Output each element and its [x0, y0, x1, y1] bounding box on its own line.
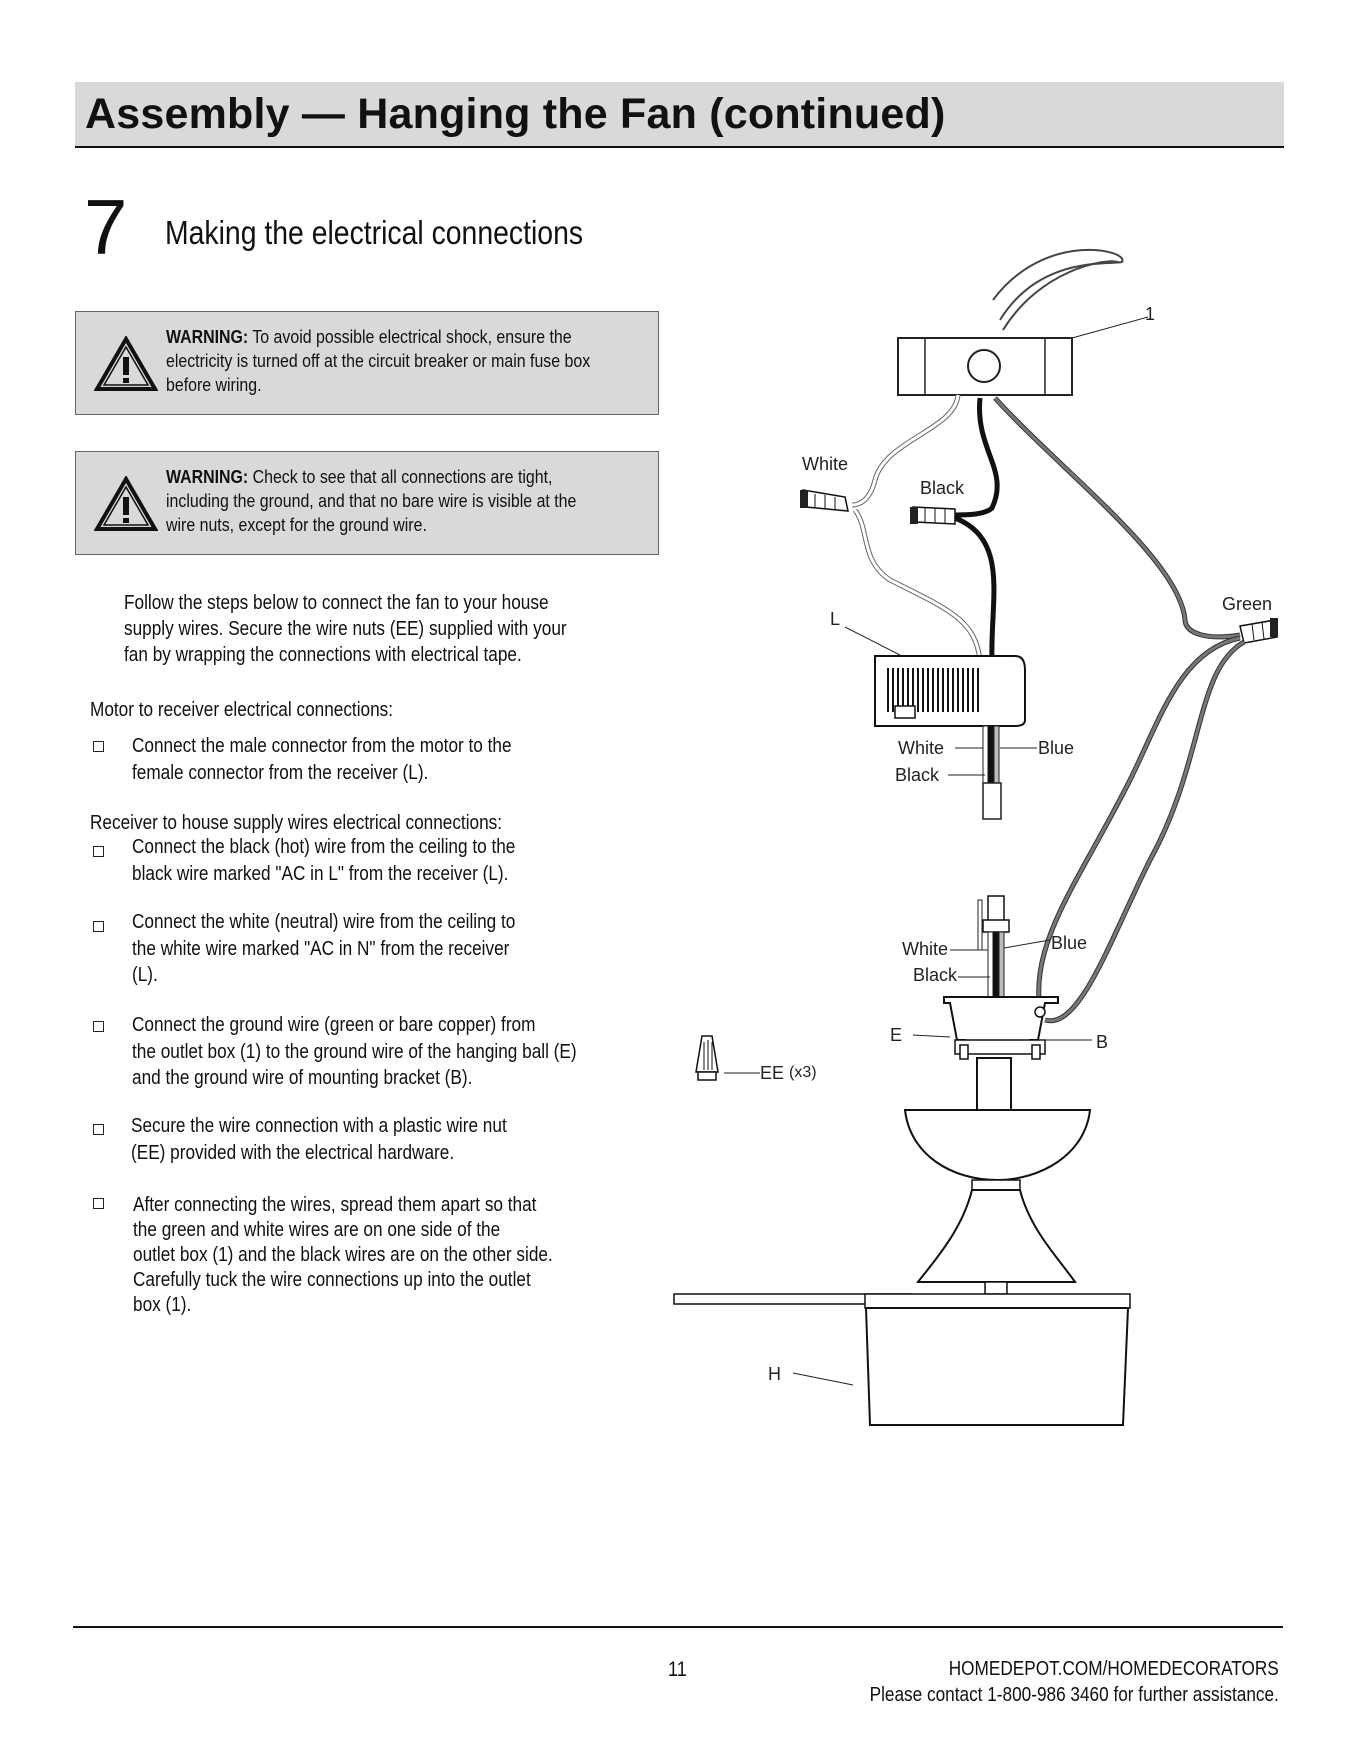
- footer-contact: Please contact 1-800-986 3460 for furthe…: [869, 1684, 1279, 1706]
- label-bracket: B: [1096, 1032, 1108, 1052]
- footer-website: HOMEDEPOT.COM/HOMEDECORATORS: [948, 1658, 1279, 1680]
- instruction-item: Connect the male connector from the moto…: [132, 735, 512, 784]
- warning-line: including the ground, and that no bare w…: [166, 490, 577, 511]
- motor-housing: [915, 1189, 1077, 1283]
- wiring-diagram: 1 White Black Green: [673, 248, 1278, 1426]
- checkbox: [93, 1021, 104, 1032]
- label-hanging-ball: E: [890, 1025, 902, 1045]
- intro-line: supply wires. Secure the wire nuts (EE) …: [124, 618, 567, 640]
- label-black-low: Black: [913, 965, 958, 985]
- intro-paragraph: Follow the steps below to connect the fa…: [124, 590, 567, 668]
- instruction-item: Secure the wire connection with a plasti…: [131, 1115, 507, 1164]
- light-housing: [864, 1307, 1130, 1426]
- footer-divider: [73, 1626, 1283, 1628]
- checkbox: [93, 921, 104, 932]
- instruction-item: Connect the white (neutral) wire from th…: [132, 911, 516, 986]
- label-black-top: Black: [920, 478, 965, 498]
- checkbox: [93, 1198, 104, 1209]
- wire-nut-green: [1239, 618, 1278, 644]
- intro-line: Follow the steps below to connect the fa…: [124, 592, 549, 614]
- warning-triangle-icon: [94, 336, 158, 391]
- wire-nut-white: [800, 489, 849, 512]
- warning-triangle-icon: [94, 476, 158, 531]
- warning-line: electricity is turned off at the circuit…: [166, 350, 591, 371]
- warning-text: WARNING: Check to see that all connectio…: [166, 465, 648, 537]
- warning-line: wire nuts, except for the ground wire.: [166, 514, 427, 535]
- label-blue-low: Blue: [1051, 933, 1087, 953]
- label-wire-nuts: EE: [760, 1063, 784, 1083]
- instruction-item: Connect the ground wire (green or bare c…: [132, 1014, 577, 1089]
- checkbox: [93, 1124, 104, 1135]
- page-title: Assembly — Hanging the Fan (continued): [85, 90, 946, 138]
- fan-blade-right: [864, 1293, 1131, 1309]
- warning-line: To avoid possible electrical shock, ensu…: [252, 326, 572, 347]
- label-white-low: White: [902, 939, 948, 959]
- label-outlet-box: 1: [1145, 304, 1155, 324]
- label-receiver: L: [830, 609, 840, 629]
- label-housing: H: [768, 1364, 781, 1384]
- warning-label: WARNING:: [166, 326, 249, 347]
- label-blue-mid: Blue: [1038, 738, 1074, 758]
- instruction-item: Connect the black (hot) wire from the ce…: [132, 836, 516, 885]
- label-green: Green: [1222, 594, 1272, 614]
- warning-label: WARNING:: [166, 466, 249, 487]
- label-white-top: White: [802, 454, 848, 474]
- wire-nut-black: [910, 506, 956, 525]
- step-title: Making the electrical connections: [165, 214, 584, 251]
- supply-cable: [1002, 260, 1119, 331]
- receiver: [874, 655, 1026, 727]
- page-header: Assembly — Hanging the Fan (continued): [75, 82, 1284, 148]
- warning-box-connections: WARNING: Check to see that all connectio…: [75, 451, 659, 555]
- step-number: 7: [84, 183, 128, 271]
- mounting-bracket: [943, 996, 1059, 1060]
- wire-nut-ee: [695, 1035, 719, 1081]
- intro-line: fan by wrapping the connections with ele…: [124, 644, 522, 666]
- label-black-mid: Black: [895, 765, 940, 785]
- section-heading-receiver: Receiver to house supply wires electrica…: [90, 812, 503, 834]
- checkbox: [93, 846, 104, 857]
- page-number: 11: [668, 1658, 687, 1681]
- label-white-mid: White: [898, 738, 944, 758]
- instruction-item: After connecting the wires, spread them …: [133, 1194, 553, 1316]
- section-heading-motor: Motor to receiver electrical connections…: [90, 699, 394, 721]
- outlet-box: [897, 337, 1073, 396]
- downrod: [976, 1057, 1012, 1111]
- checkbox: [93, 741, 104, 752]
- warning-text: WARNING: To avoid possible electrical sh…: [166, 325, 648, 397]
- label-wire-nuts-qty: (x3): [789, 1064, 817, 1081]
- warning-box-power: WARNING: To avoid possible electrical sh…: [75, 311, 659, 415]
- canopy: [903, 1109, 1092, 1182]
- warning-line: before wiring.: [166, 374, 262, 395]
- warning-line: Check to see that all connections are ti…: [252, 466, 553, 487]
